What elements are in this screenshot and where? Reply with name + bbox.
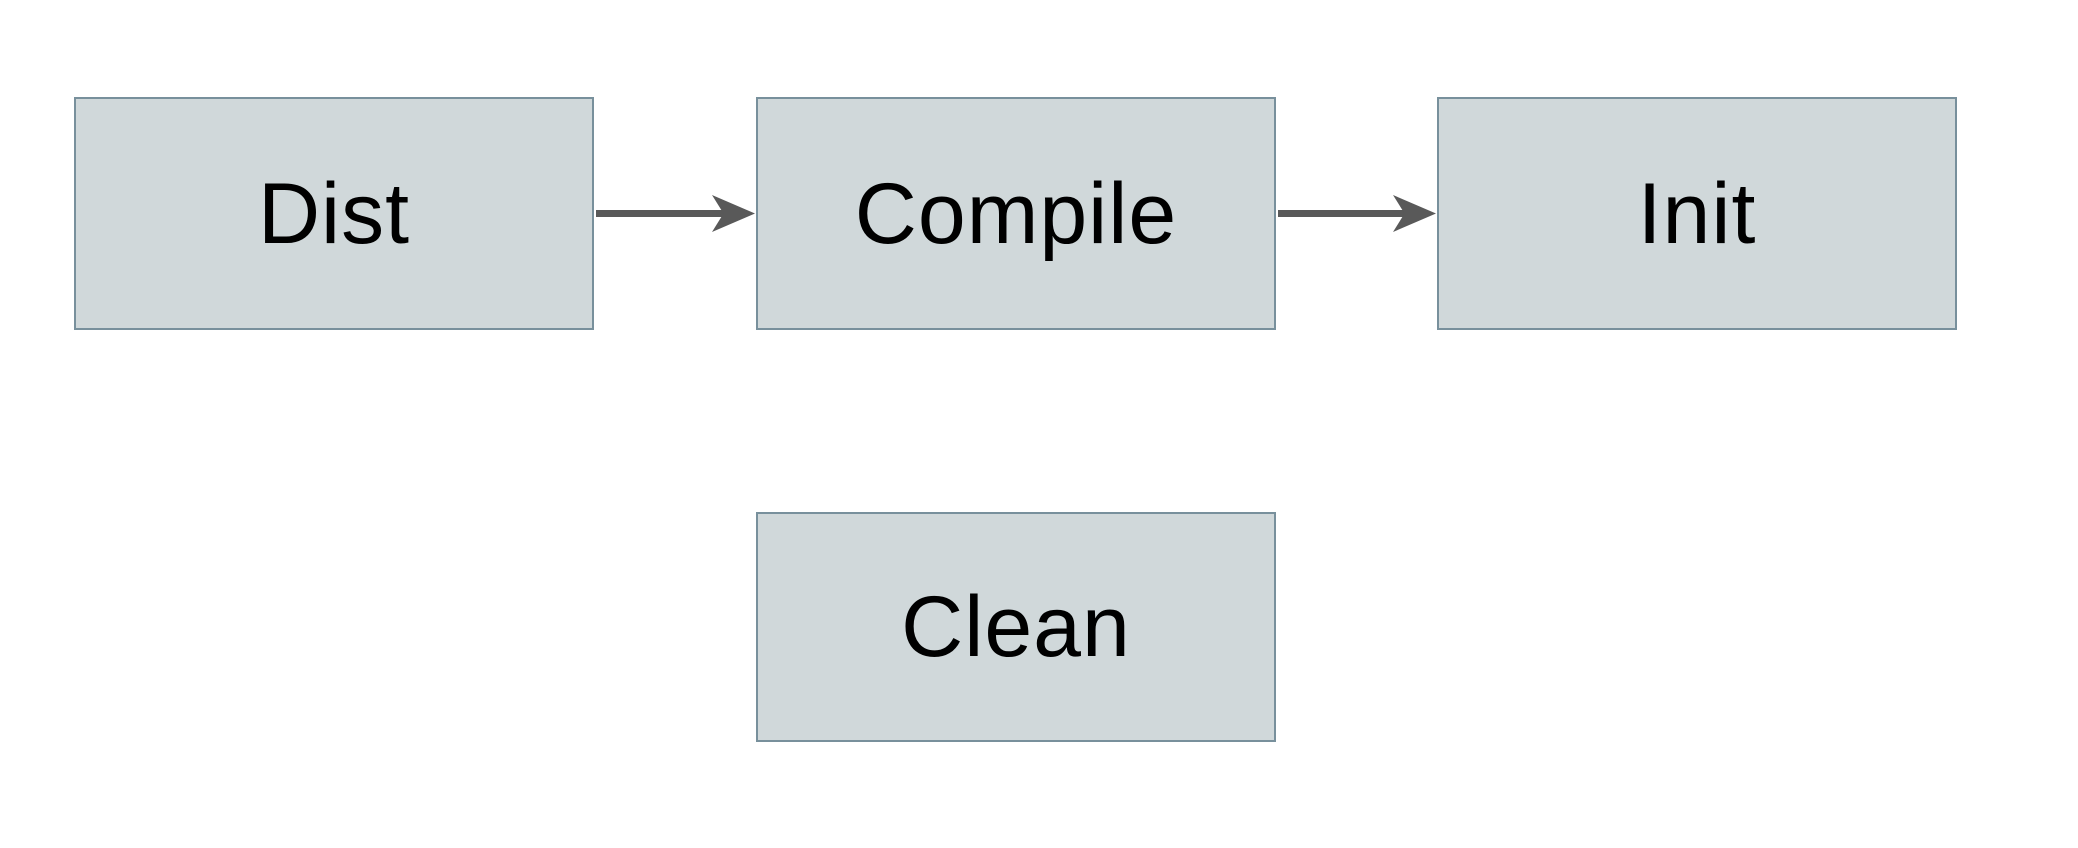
node-dist: Dist	[74, 97, 594, 330]
node-clean: Clean	[756, 512, 1276, 742]
node-compile-label: Compile	[854, 165, 1178, 262]
node-init-label: Init	[1637, 165, 1757, 262]
arrow-head-icon	[1393, 195, 1436, 232]
node-init: Init	[1437, 97, 1957, 330]
node-compile: Compile	[756, 97, 1276, 330]
node-dist-label: Dist	[257, 165, 411, 262]
arrow-head-icon	[712, 195, 755, 232]
arrow-compile-to-init	[1278, 195, 1436, 232]
node-clean-label: Clean	[901, 579, 1131, 675]
arrow-dist-to-compile	[596, 195, 755, 232]
